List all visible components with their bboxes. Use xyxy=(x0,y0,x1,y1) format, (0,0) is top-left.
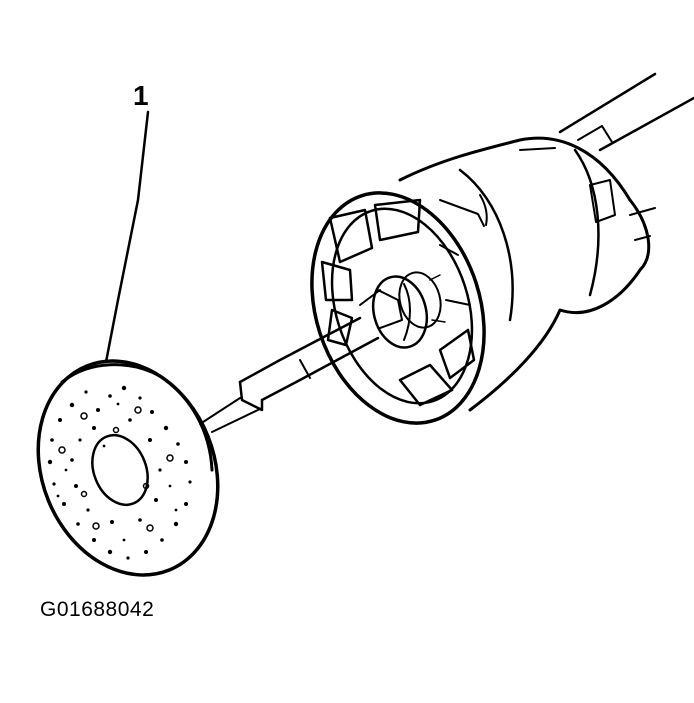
tool-handle xyxy=(199,316,380,433)
callout-leader-line xyxy=(104,110,150,364)
abrasive-pad xyxy=(36,359,220,577)
callout-number: 1 xyxy=(133,80,149,111)
column-flange xyxy=(310,191,486,425)
steering-column-housing xyxy=(398,136,656,412)
shaft-hub xyxy=(359,271,446,349)
figure-id: G01688042 xyxy=(40,598,155,621)
column-shaft xyxy=(558,72,694,152)
